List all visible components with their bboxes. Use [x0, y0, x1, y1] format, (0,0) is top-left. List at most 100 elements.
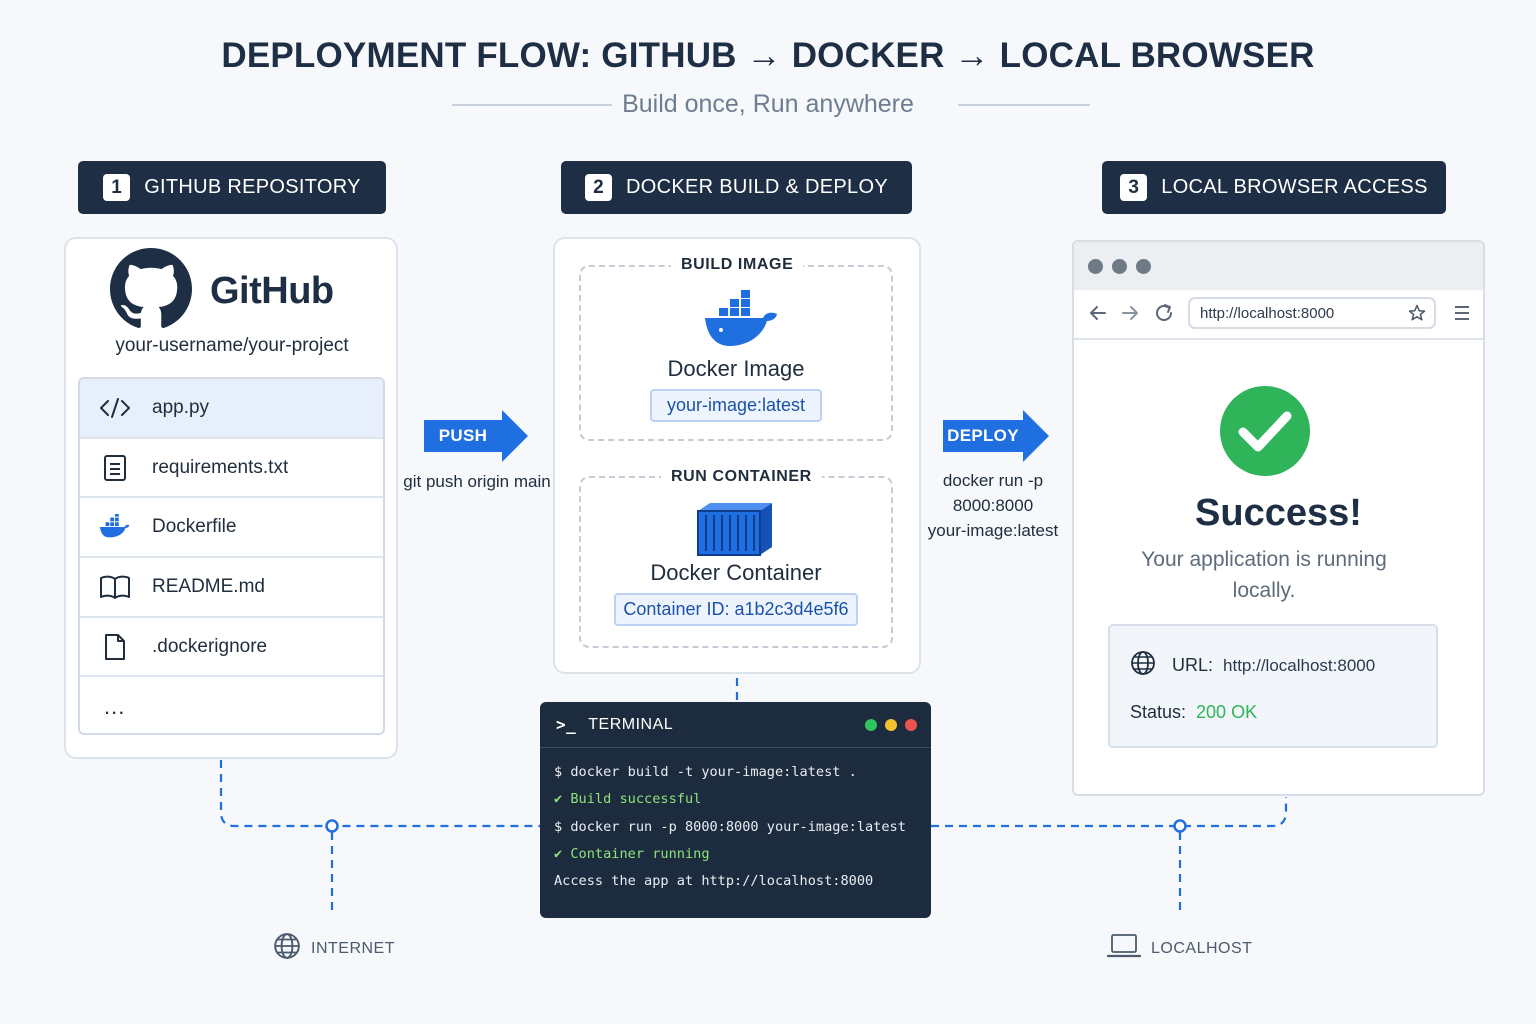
github-wordmark: GitHub — [210, 270, 334, 312]
subtitle-divider-right — [958, 104, 1090, 106]
terminal-line: $ docker run -p 8000:8000 your-image:lat… — [554, 818, 906, 835]
file-item-requirements[interactable]: requirements.txt — [80, 439, 383, 499]
image-tag-pill: your-image:latest — [650, 389, 822, 422]
menu-icon[interactable] — [1453, 304, 1471, 327]
step-number: 3 — [1120, 174, 1148, 201]
internet-label: INTERNET — [311, 939, 395, 957]
file-name: README.md — [152, 575, 265, 597]
globe-icon — [273, 932, 301, 965]
step-number: 2 — [585, 174, 613, 201]
file-item-dockerignore[interactable]: .dockerignore — [80, 618, 383, 678]
file-name: requirements.txt — [152, 456, 289, 478]
url-value[interactable]: http://localhost:8000 — [1223, 655, 1376, 675]
deploy-command-line: docker run -p — [942, 471, 1044, 490]
browser-toolbar: http://localhost:8000 — [1074, 290, 1483, 340]
document-icon — [98, 451, 132, 485]
container-cube-icon — [696, 501, 774, 562]
internet-node — [325, 819, 339, 833]
subtitle-divider-left — [452, 104, 612, 106]
container-id-pill: Container ID: a1b2c3d4e5f6 — [614, 593, 858, 626]
forward-arrow-icon[interactable] — [1120, 303, 1140, 328]
file-item-dockerfile[interactable]: Dockerfile — [80, 498, 383, 559]
deploy-command-line: 8000:8000 — [952, 496, 1034, 515]
status-label: Status: — [1130, 702, 1187, 722]
file-name: app.py — [152, 396, 210, 418]
terminal-window-controls — [865, 719, 917, 731]
github-connector-line — [219, 760, 540, 828]
repo-path: your-username/your-project — [115, 335, 349, 356]
step-label: DOCKER BUILD & DEPLOY — [626, 176, 888, 198]
deploy-command: docker run -p 8000:8000 your-image:lates… — [918, 468, 1068, 543]
deploy-arrow: DEPLOY — [943, 410, 1049, 462]
status-value: 200 OK — [1196, 702, 1258, 722]
terminal-output: $ docker build -t your-image:latest . ✔ … — [540, 748, 931, 900]
deploy-label: DEPLOY — [943, 420, 1023, 452]
close-dot[interactable] — [905, 719, 917, 731]
terminal-window: >_ TERMINAL $ docker build -t your-image… — [540, 702, 931, 918]
terminal-line-success: ✔ Container running — [554, 845, 710, 862]
browser-title-bar — [1074, 242, 1483, 290]
success-title: Success! — [1195, 492, 1362, 534]
localhost-node — [1173, 819, 1187, 833]
browser-connector-line — [931, 797, 1288, 828]
step-number: 1 — [103, 174, 131, 201]
docker-container-title: Docker Container — [650, 560, 822, 585]
step-label: LOCAL BROWSER ACCESS — [1161, 176, 1428, 198]
url-label: URL: — [1172, 655, 1214, 675]
bookmark-star-icon[interactable] — [1408, 304, 1426, 326]
page-subtitle: Build once, Run anywhere — [622, 90, 914, 118]
file-icon — [98, 630, 132, 664]
page-title: DEPLOYMENT FLOW: GITHUB → DOCKER → LOCAL… — [221, 36, 1315, 75]
minimize-dot[interactable] — [885, 719, 897, 731]
success-message-line: locally. — [1232, 579, 1296, 602]
terminal-prompt-icon: >_ — [556, 715, 577, 734]
file-item-readme[interactable]: README.md — [80, 558, 383, 618]
push-label: PUSH — [424, 420, 502, 452]
maximize-dot[interactable] — [865, 719, 877, 731]
deploy-arrowhead — [1023, 410, 1049, 462]
step-header-browser: 3 LOCAL BROWSER ACCESS — [1102, 161, 1446, 214]
build-image-label: BUILD IMAGE — [671, 256, 804, 274]
step-header-docker: 2 DOCKER BUILD & DEPLOY — [561, 161, 912, 214]
run-container-label: RUN CONTAINER — [661, 468, 822, 486]
push-arrowhead — [502, 410, 528, 462]
step-label: GITHUB REPOSITORY — [144, 176, 361, 198]
back-arrow-icon[interactable] — [1088, 303, 1108, 328]
terminal-title-bar: >_ TERMINAL — [540, 702, 931, 748]
docker-image-title: Docker Image — [667, 356, 805, 381]
address-bar-url: http://localhost:8000 — [1200, 304, 1335, 322]
step-header-github: 1 GITHUB REPOSITORY — [78, 161, 386, 214]
file-item-more[interactable]: ... — [80, 677, 383, 733]
status-info-box: URL: http://localhost:8000 Status: 200 O… — [1108, 624, 1438, 748]
book-icon — [98, 570, 132, 604]
more-files-ellipsis: ... — [104, 694, 126, 720]
success-message-line: Your application is running — [1141, 548, 1387, 571]
push-arrow: PUSH — [424, 410, 528, 462]
code-icon — [98, 391, 132, 425]
file-name: .dockerignore — [152, 635, 268, 657]
terminal-line: $ docker build -t your-image:latest . — [554, 764, 857, 780]
terminal-line: Access the app at http://localhost:8000 — [554, 873, 874, 890]
file-item-app-py[interactable]: app.py — [80, 379, 383, 439]
docker-whale-icon — [701, 290, 783, 353]
file-list: app.py requirements.txt Dockerfile READM… — [78, 377, 385, 735]
status-row: Status: 200 OK — [1130, 702, 1257, 723]
url-row: URL: http://localhost:8000 — [1130, 650, 1375, 681]
success-check-icon — [1219, 385, 1311, 482]
terminal-line-success: ✔ Build successful — [554, 791, 702, 808]
docker-whale-icon — [98, 510, 132, 544]
reload-icon[interactable] — [1153, 302, 1175, 329]
github-logo-icon — [110, 248, 192, 335]
localhost-label-group: LOCALHOST — [1106, 932, 1253, 965]
window-dot[interactable] — [1136, 258, 1151, 274]
push-command: git push origin main — [403, 472, 551, 491]
github-brand: GitHub — [110, 248, 334, 335]
localhost-label: LOCALHOST — [1151, 939, 1253, 957]
laptop-icon — [1106, 932, 1142, 965]
window-dot[interactable] — [1088, 258, 1103, 274]
file-name: Dockerfile — [152, 516, 237, 538]
address-bar[interactable]: http://localhost:8000 — [1188, 297, 1436, 329]
terminal-title: TERMINAL — [588, 715, 674, 733]
deploy-command-line: your-image:latest — [927, 521, 1059, 540]
window-dot[interactable] — [1112, 258, 1127, 274]
